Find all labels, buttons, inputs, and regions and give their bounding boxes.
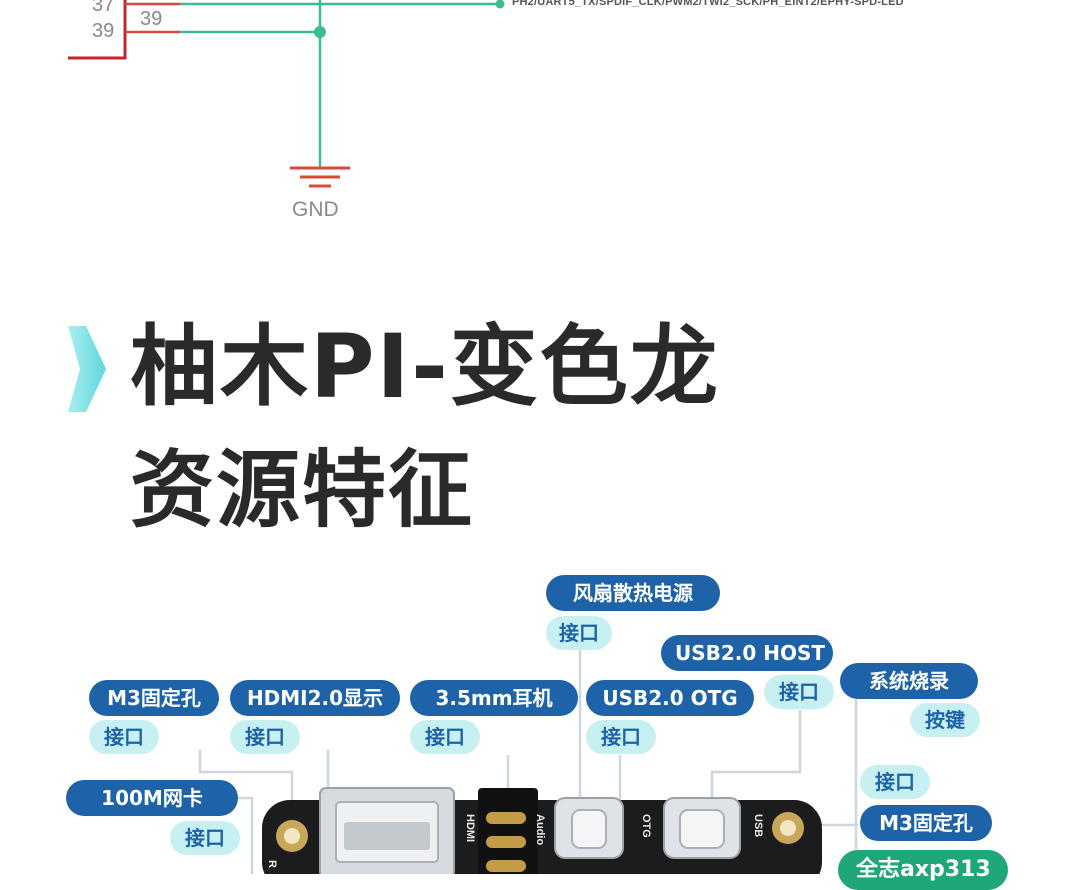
m3-left-label: M3固定孔 [89, 680, 219, 716]
hdmi-label: HDMI2.0显示 [230, 680, 400, 716]
usb-otg-label: USB2.0 OTG [586, 680, 754, 716]
ethernet-sub: 接口 [170, 821, 240, 855]
title-line-2: 资源特征 [130, 441, 475, 539]
silk-usb: USB [752, 814, 764, 838]
usb-otg-port-icon [554, 797, 624, 859]
ground-icon [290, 166, 350, 188]
fan-power-sub: 接口 [546, 616, 612, 650]
silk-hdmi: HDMI [464, 814, 476, 843]
title-accent-icon [68, 326, 106, 412]
silk-r: R [266, 860, 278, 868]
m3-right-label: M3固定孔 [860, 805, 992, 841]
burn-key-sub: 按键 [910, 703, 980, 737]
schematic-diagram [68, 0, 505, 188]
hdmi-port-icon [319, 787, 455, 874]
m3-right-sub: 接口 [860, 765, 930, 799]
audio-sub: 接口 [410, 720, 480, 754]
usb-host-label: USB2.0 HOST [661, 635, 833, 671]
net-label: PH2/UART5_TX/SPDIF_CLK/PWM2/TWI2_SCK/PH_… [512, 0, 904, 8]
pmic-label: 全志axp313 [838, 850, 1008, 890]
pin-inside-label: 39 [140, 8, 163, 30]
m3-left-sub: 接口 [89, 720, 159, 754]
silk-otg: OTG [640, 814, 652, 838]
header-outline [68, 0, 127, 60]
hdmi-sub: 接口 [230, 720, 300, 754]
board-illustration [198, 650, 858, 874]
fan-power-label: 风扇散热电源 [546, 575, 720, 611]
silk-audio: Audio [534, 814, 546, 846]
usb-host-sub: 接口 [764, 675, 834, 709]
audio-label: 3.5mm耳机 [410, 680, 578, 716]
usb-otg-sub: 接口 [586, 720, 656, 754]
burn-key-label: 系统烧录 [840, 663, 978, 699]
board-diagram: HDMI Audio OTG USB R 风扇散热电源 接口 USB2.0 HO… [0, 560, 1080, 890]
ground-label: GND [292, 198, 339, 221]
pin-number-37: 37 [92, 0, 115, 16]
usb-host-port-icon [663, 797, 741, 859]
net-dot [495, 0, 505, 9]
audio-jack-icon [478, 788, 538, 874]
title-line-1: 柚木PI-变色龙 [130, 315, 720, 418]
pin-number-39: 39 [92, 20, 115, 42]
ethernet-label: 100M网卡 [66, 780, 238, 816]
